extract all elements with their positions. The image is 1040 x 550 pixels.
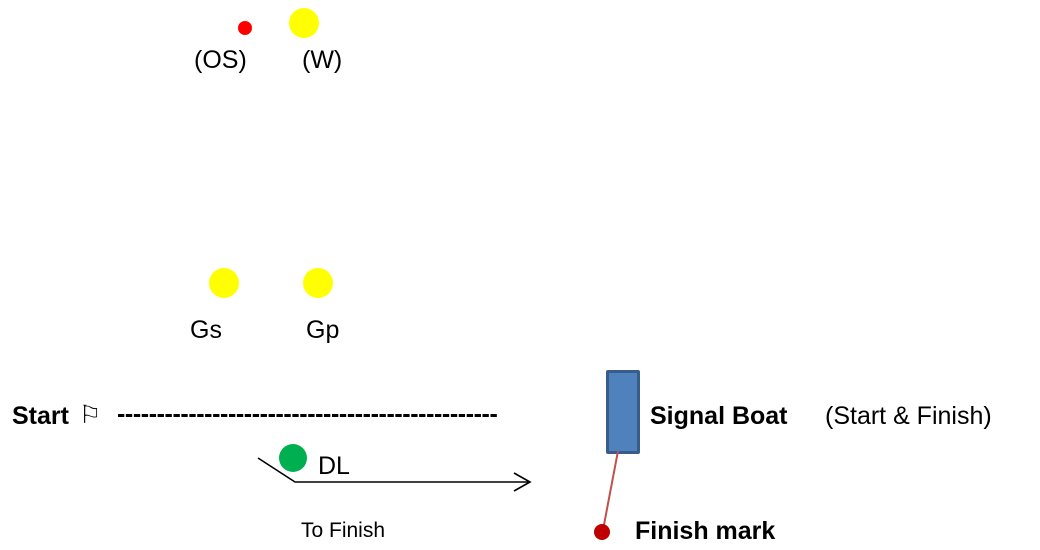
to-finish-label: To Finish bbox=[301, 519, 386, 542]
dl-mark bbox=[279, 444, 307, 472]
finish-mark-label: Finish mark bbox=[635, 517, 776, 545]
w-label: (W) bbox=[302, 46, 343, 74]
dl-arrowhead bbox=[513, 472, 532, 492]
gs-label: Gs bbox=[190, 316, 222, 344]
dl-label: DL bbox=[318, 452, 350, 480]
signal-boat-note: (Start & Finish) bbox=[825, 402, 992, 430]
start-label: Start bbox=[12, 402, 69, 430]
start-line: ----------------------------------------… bbox=[117, 400, 498, 428]
gs-mark bbox=[209, 268, 239, 298]
dl-course-line bbox=[257, 457, 528, 483]
finish-mark-tether bbox=[602, 450, 619, 531]
signal-boat-label: Signal Boat bbox=[650, 402, 788, 430]
signal-boat-icon bbox=[606, 370, 640, 454]
finish-mark bbox=[594, 524, 610, 540]
gp-label: Gp bbox=[306, 316, 340, 344]
start-flag-icon: ⚐ bbox=[79, 400, 102, 429]
os-label: (OS) bbox=[194, 46, 247, 74]
gp-mark bbox=[303, 268, 333, 298]
w-mark bbox=[289, 8, 319, 38]
os-mark bbox=[238, 21, 252, 35]
